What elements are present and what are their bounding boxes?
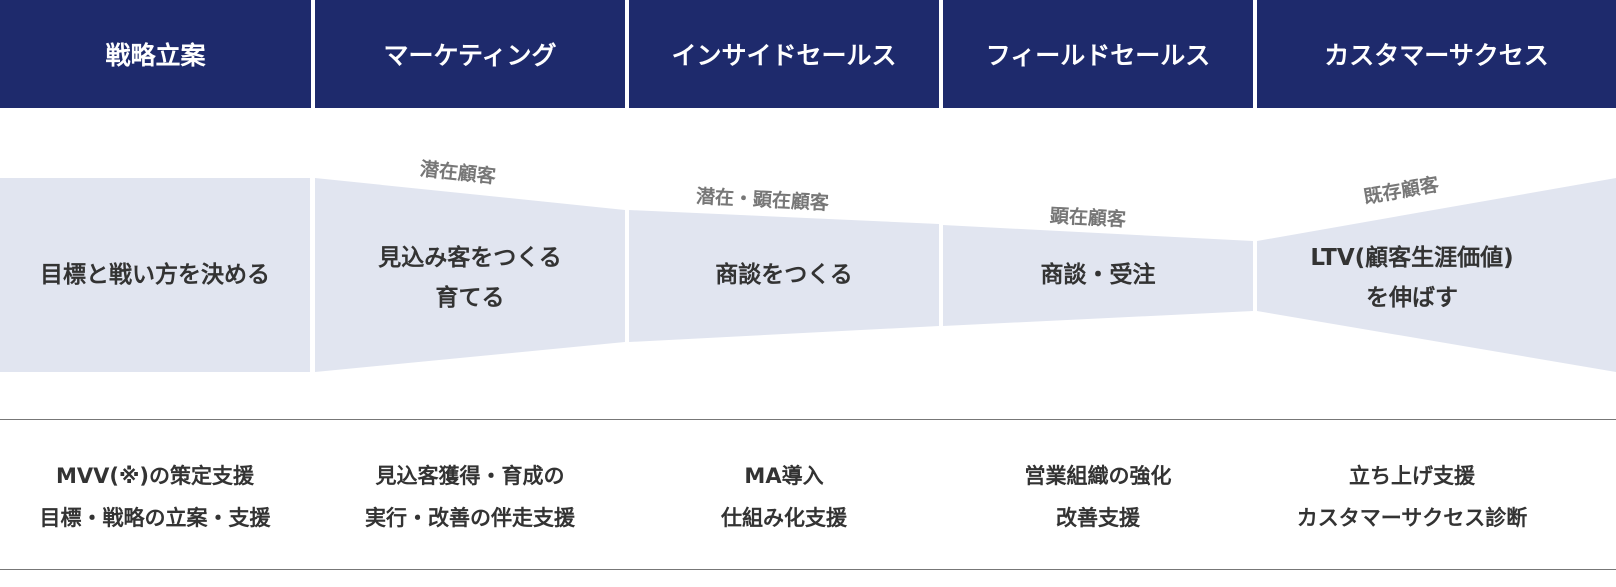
stage-text: 商談をつくる (715, 262, 853, 288)
service-text: 実行・改善の伴走支援 (365, 506, 575, 530)
service-marketing: 見込客獲得・育成の実行・改善の伴走支援 (365, 455, 575, 539)
service-text: カスタマーサクセス診断 (1296, 506, 1528, 530)
divider-bottom (0, 569, 1616, 570)
stage-goal-customer-success: LTV(顧客生涯価値) を伸ばす (1310, 238, 1513, 318)
funnel-panel-inside-sales (629, 210, 939, 342)
service-text: MA導入 (744, 464, 824, 488)
stage-goal-field-sales: 商談・受注 (1041, 255, 1156, 295)
service-text: MVV(※)の策定支援 (55, 464, 254, 488)
divider-top (0, 419, 1616, 420)
header-inside-sales: インサイドセールス (629, 0, 939, 108)
stage-text: 目標と戦い方を決める (40, 262, 270, 288)
service-strategy: MVV(※)の策定支援目標・戦略の立案・支援 (40, 455, 271, 539)
service-customer-success: 立ち上げ支援カスタマーサクセス診断 (1297, 455, 1528, 539)
stage-goal-marketing: 見込み客をつくる育てる (378, 238, 562, 318)
header-marketing: マーケティング (315, 0, 625, 108)
service-text: 目標・戦略の立案・支援 (39, 506, 271, 530)
funnel-panel-customer-success (1257, 178, 1616, 372)
service-text: 営業組織の強化 (1024, 464, 1172, 488)
service-field-sales: 営業組織の強化改善支援 (1025, 455, 1172, 539)
funnel-panel-marketing (315, 178, 625, 372)
funnel-panel-field-sales (943, 225, 1253, 326)
stage-goal-inside-sales: 商談をつくる (715, 255, 853, 295)
service-text: 仕組み化支援 (721, 506, 847, 530)
stage-text: LTV(顧客生涯価値) (1310, 245, 1514, 271)
header-customer-success: カスタマーサクセス (1257, 0, 1616, 108)
stage-tag-apparent: 顕在顧客 (1049, 205, 1127, 231)
service-text: 改善支援 (1056, 506, 1140, 530)
service-text: 立ち上げ支援 (1349, 464, 1475, 488)
stage-text: 育てる (435, 285, 505, 311)
stage-text: 商談・受注 (1040, 262, 1156, 288)
service-text: 見込客獲得・育成の (375, 464, 565, 488)
service-inside-sales: MA導入仕組み化支援 (721, 455, 847, 539)
stage-text: を伸ばす (1366, 285, 1458, 311)
stage-text: 見込み客をつくる (378, 245, 562, 271)
header-strategy: 戦略立案 (0, 0, 311, 108)
funnel-panel-strategy (0, 178, 310, 372)
header-field-sales: フィールドセールス (943, 0, 1253, 108)
stage-goal-strategy: 目標と戦い方を決める (40, 255, 270, 295)
